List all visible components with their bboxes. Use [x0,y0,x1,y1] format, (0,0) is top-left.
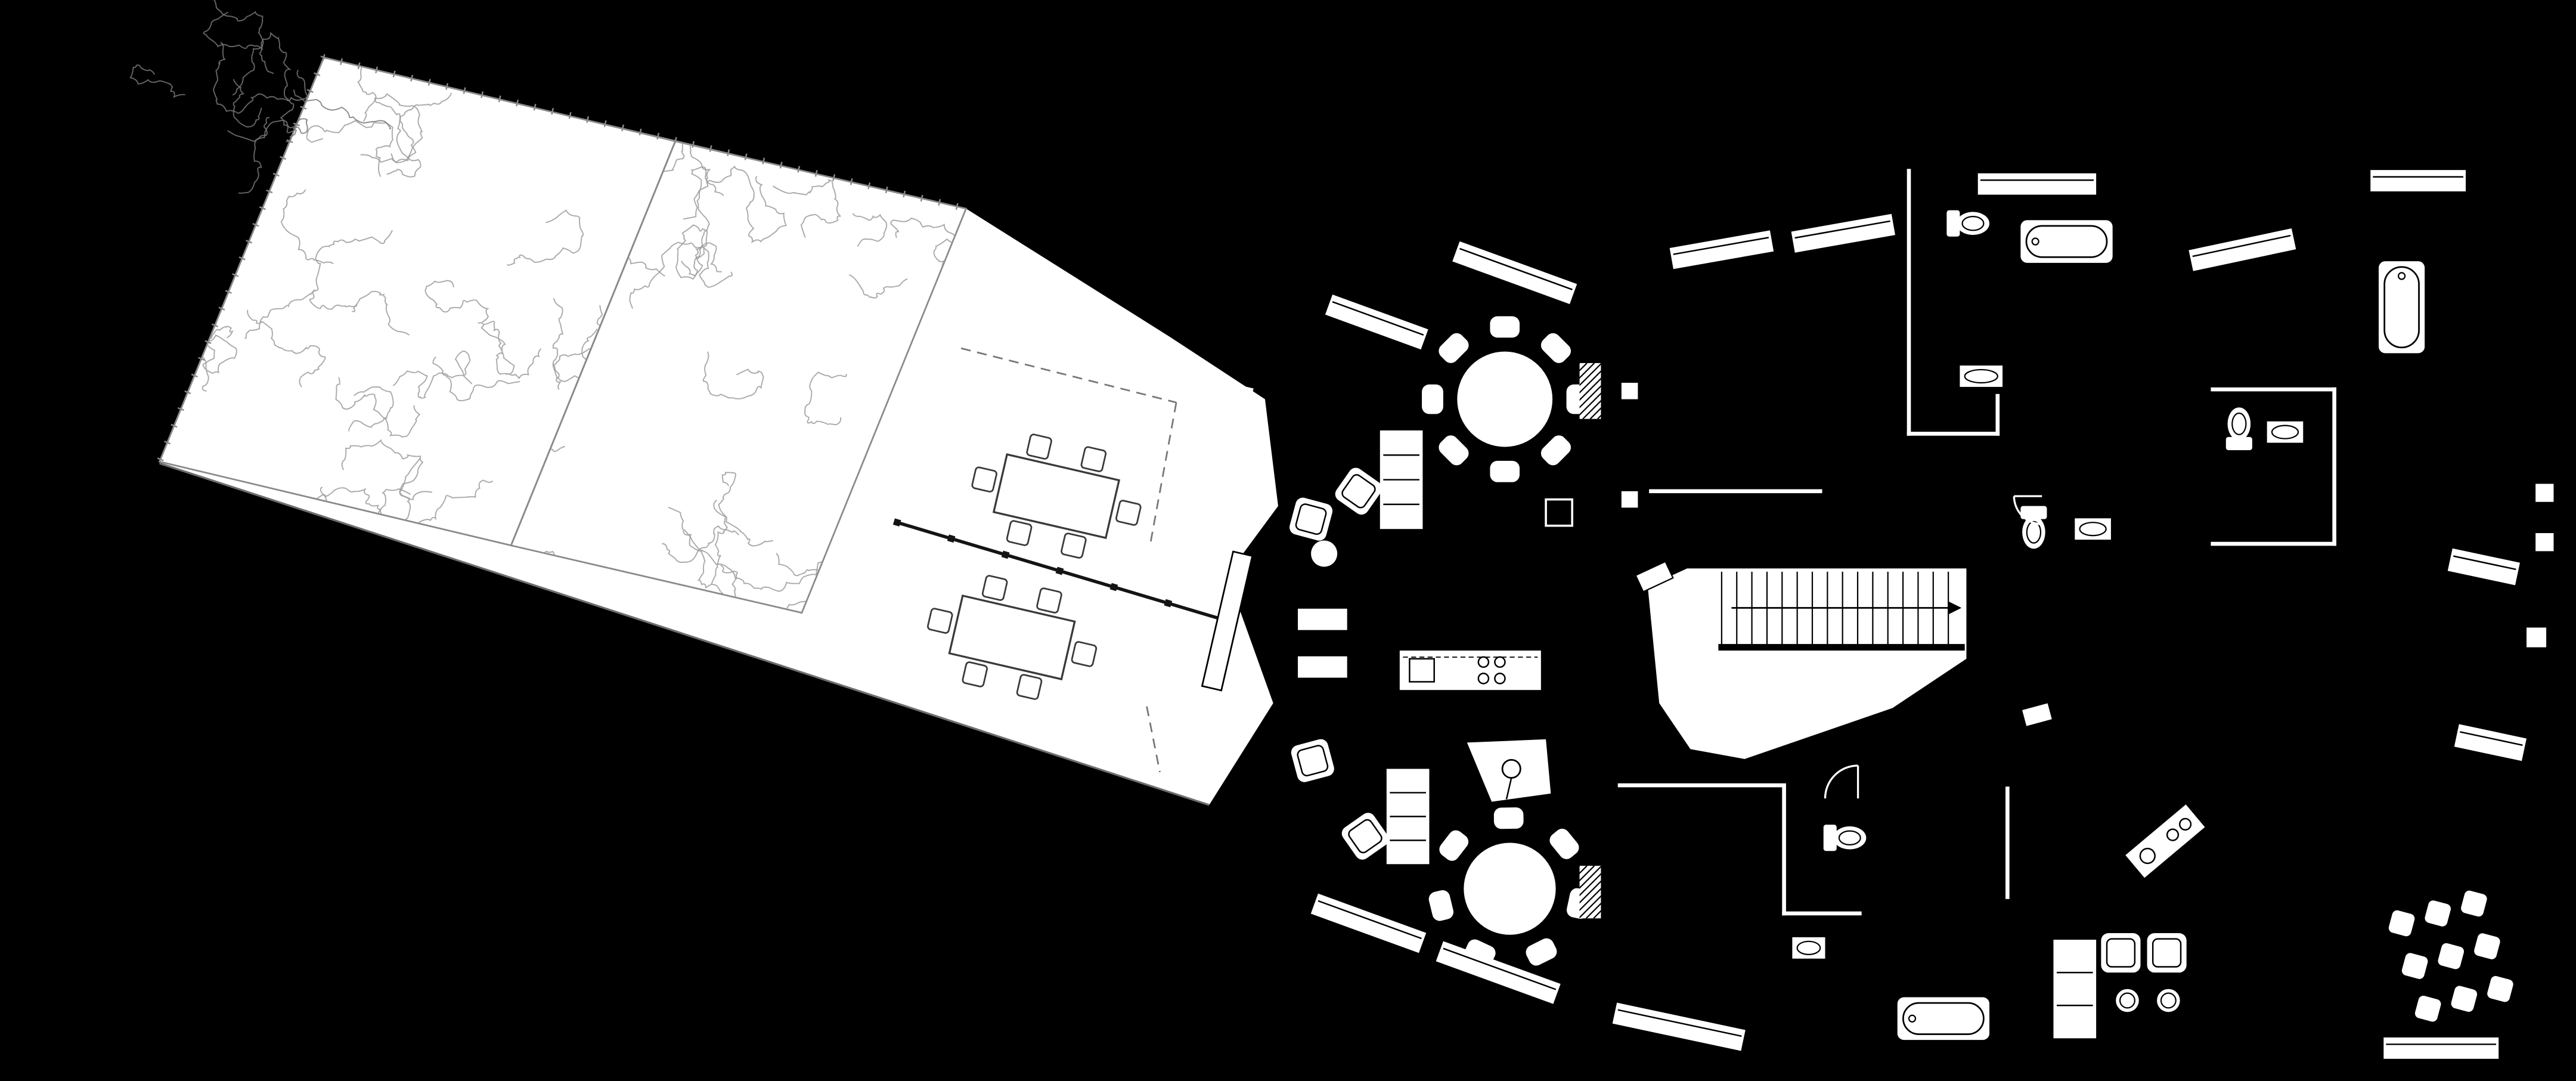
stool [2425,900,2451,927]
toilet [2225,407,2252,450]
armchair [1335,467,1382,515]
stool [2388,910,2415,937]
armchair [1291,739,1334,782]
wardrobe [1380,430,1423,529]
grand-piano [1467,739,1551,802]
courtyard-fence-top [322,54,959,210]
entry-step [1223,382,1254,407]
door-swing [1824,764,1859,799]
armchair [1341,813,1389,860]
stool [2461,890,2487,917]
cabinet [1298,608,1347,630]
kitchenette-counter [2125,804,2205,878]
pouf [2157,989,2180,1012]
sink [1792,937,1825,959]
sink [1960,366,2003,387]
armchair [1289,497,1333,541]
bench [1690,699,1717,721]
round-dining-table [1422,316,1588,482]
closet-shelf [2454,724,2527,761]
toilet [1946,210,1990,237]
courtyard-panel-west [158,56,677,547]
stool [2401,953,2428,979]
pouf [2116,989,2139,1012]
outdoor-dining-table [927,575,1098,700]
radiator [1579,866,1601,919]
bench [2022,703,2052,726]
cabinet [1298,656,1347,678]
side-table [2535,484,2554,502]
terrace-dashed-edge [960,347,1177,404]
side-table [2527,627,2547,648]
sideboard [1669,230,1774,270]
sideboard [1310,893,1427,953]
armchair [2147,933,2187,973]
sofa [2053,940,2097,1039]
round-dining-table [1428,807,1591,967]
sideboard [1612,1002,1746,1051]
radiator [1579,363,1601,419]
pier [1621,491,1638,508]
stool [2474,933,2500,959]
terrace-dashed-edge [1146,706,1161,773]
sink [2267,421,2304,443]
sideboard [1436,941,1561,1004]
vegetation [129,0,391,194]
sideboard [1977,173,2097,195]
closet-shelf [2447,548,2520,586]
side-table [1311,540,1338,567]
kitchen-counter [1399,651,1541,690]
side-table [1545,498,1573,527]
sideboard [2188,228,2296,271]
wardrobe [1386,769,1430,865]
entry-step [1241,410,1263,428]
toilet [1823,825,1867,851]
stool [2414,996,2441,1022]
stool [2487,975,2513,1002]
sideboard [2370,170,2466,191]
outdoor-dining-table [971,433,1142,559]
bathtub [2020,220,2113,263]
staircase [1635,560,1967,759]
courtyard-fence-west [157,55,327,461]
sideboard [1325,294,1428,350]
armchair [2101,933,2141,973]
entry-wall [1201,550,1254,692]
south-wall [159,462,1210,806]
sideboard [1791,213,1896,253]
sink [2075,518,2111,540]
bathtub [2379,261,2425,354]
panel-divider [510,141,677,546]
bathtub [1897,997,1990,1040]
side-table [2535,533,2554,552]
sideboard [2383,1037,2499,1059]
stool [2438,943,2465,970]
stool [2451,986,2478,1012]
terrace-dashed-edge [1149,402,1177,546]
pier [1621,382,1638,399]
door-swing [2013,495,2042,525]
sideboard [1452,241,1577,305]
